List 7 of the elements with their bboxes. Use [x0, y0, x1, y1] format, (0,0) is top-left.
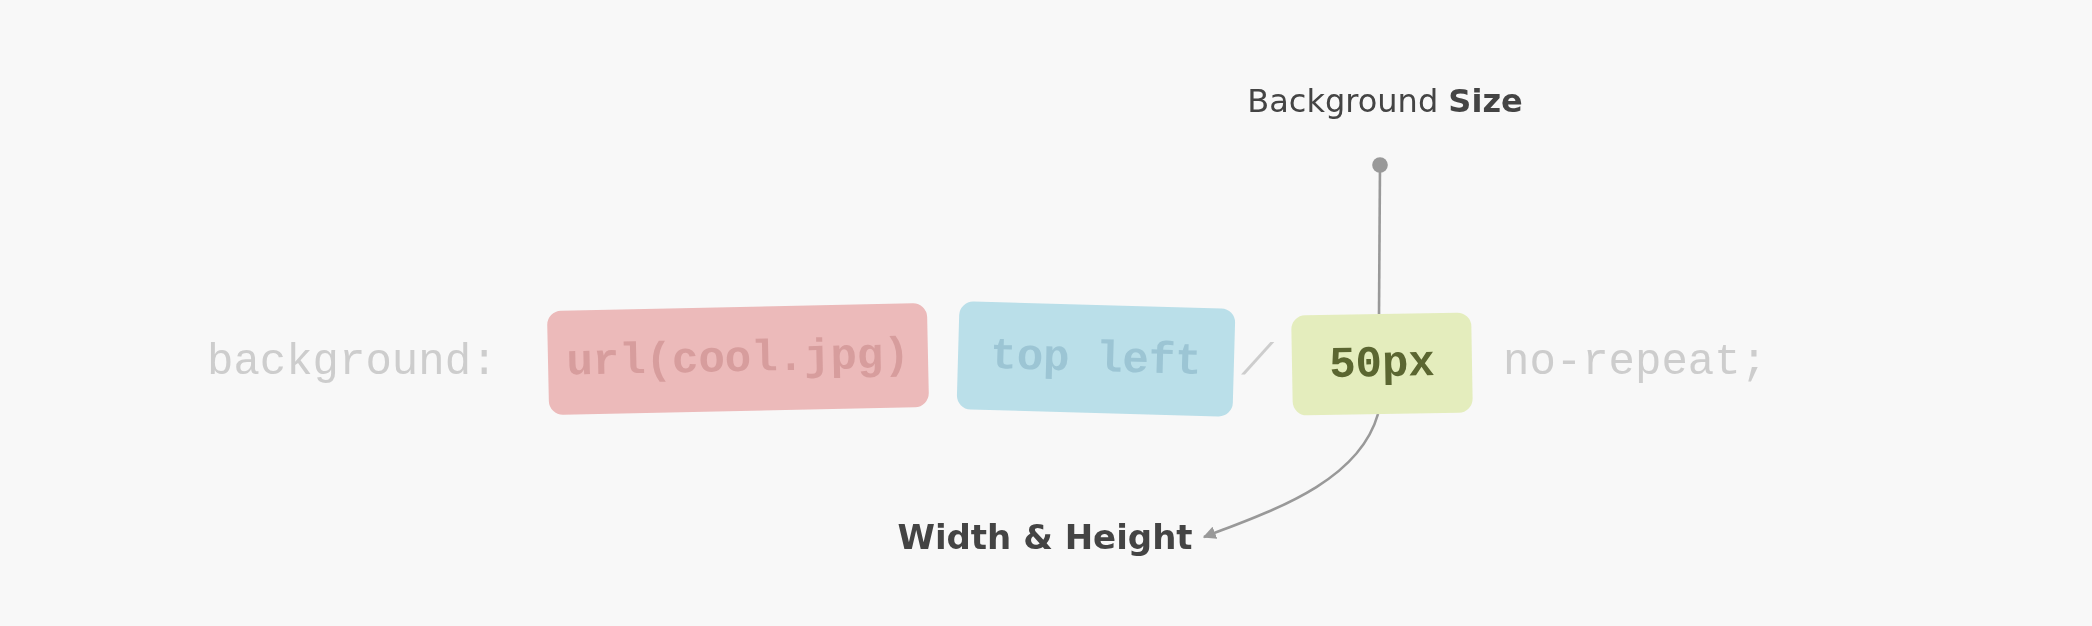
leader-line — [1372, 157, 1388, 314]
slash-separator: / — [1235, 340, 1278, 384]
callout-label: Width & Height — [897, 517, 1193, 557]
heading-label: Background Size — [1247, 82, 1523, 120]
code-token-box — [1291, 312, 1473, 416]
curved-arrow — [1202, 413, 1380, 539]
code-token: 50px — [1328, 338, 1436, 390]
